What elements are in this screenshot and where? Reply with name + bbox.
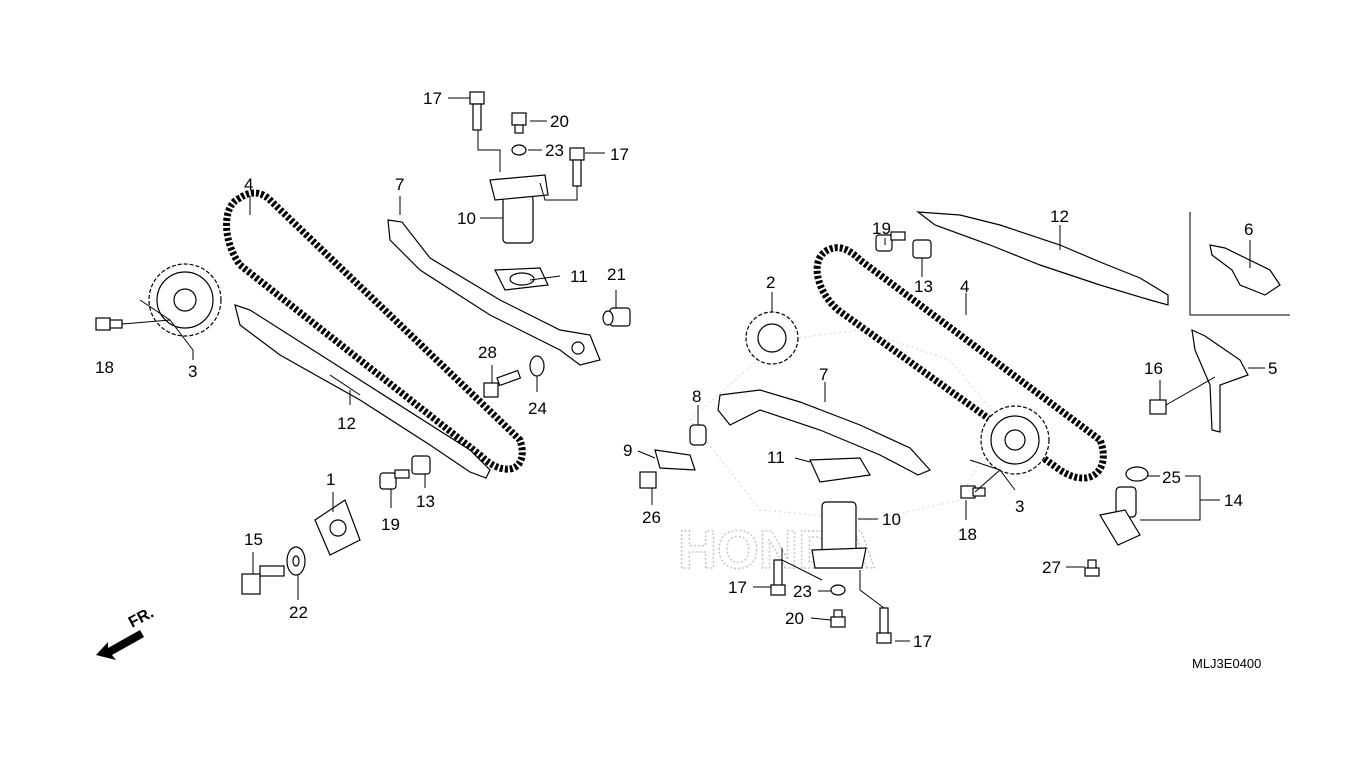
callout-12: 12 bbox=[337, 414, 356, 433]
washer-24 bbox=[529, 355, 545, 377]
bolt-18-left bbox=[95, 317, 123, 331]
cam-sprocket-left bbox=[148, 263, 222, 337]
bolt-18-right bbox=[960, 485, 986, 499]
bolt-20-top bbox=[511, 112, 527, 134]
callout-22: 22 bbox=[289, 603, 308, 622]
callout-9: 9 bbox=[623, 441, 632, 460]
callout-13: 13 bbox=[914, 277, 933, 296]
callout-10: 10 bbox=[882, 510, 901, 529]
washer-22 bbox=[286, 546, 306, 576]
tensioner-arm-7-left bbox=[387, 219, 601, 366]
callout-2: 2 bbox=[766, 273, 775, 292]
callout-25: 25 bbox=[1162, 468, 1181, 487]
callout-24: 24 bbox=[528, 399, 547, 418]
callout-17: 17 bbox=[913, 632, 932, 651]
callout-5: 5 bbox=[1268, 359, 1277, 378]
collar-21 bbox=[602, 307, 631, 327]
bolt-28 bbox=[483, 369, 522, 398]
callout-21: 21 bbox=[607, 265, 626, 284]
bolt-19-left bbox=[379, 469, 410, 490]
callout-17: 17 bbox=[728, 578, 747, 597]
callout-18: 18 bbox=[958, 525, 977, 544]
bolt-17-top-a bbox=[469, 91, 485, 131]
bolt-26 bbox=[639, 471, 657, 489]
callout-labels: 17 20 23 17 10 7 4 11 21 18 3 12 28 24 1… bbox=[95, 89, 1277, 651]
collar-13-right bbox=[912, 239, 932, 259]
callout-16: 16 bbox=[1144, 359, 1163, 378]
oring-25 bbox=[1125, 466, 1149, 482]
washer-23-top bbox=[511, 144, 527, 156]
callout-17: 17 bbox=[610, 145, 629, 164]
callout-19: 19 bbox=[381, 515, 400, 534]
callout-7: 7 bbox=[819, 365, 828, 384]
callout-8: 8 bbox=[692, 387, 701, 406]
bolt-16 bbox=[1149, 399, 1167, 415]
bracket-group-box bbox=[1189, 212, 1290, 316]
bracket-6 bbox=[1209, 244, 1281, 296]
callout-11: 11 bbox=[570, 267, 588, 286]
sprocket-3-right bbox=[980, 405, 1050, 475]
callout-23: 23 bbox=[793, 582, 812, 601]
callout-7: 7 bbox=[395, 175, 404, 194]
gear-2 bbox=[745, 311, 799, 365]
callout-4: 4 bbox=[244, 175, 253, 194]
sensor-14 bbox=[1099, 486, 1141, 546]
callout-1: 1 bbox=[326, 470, 335, 489]
fr-label: FR. bbox=[126, 604, 157, 631]
pin-8 bbox=[689, 424, 707, 446]
bolt-19-right bbox=[875, 231, 906, 252]
bracket-5 bbox=[1191, 328, 1249, 433]
callout-13: 13 bbox=[416, 492, 435, 511]
callout-3: 3 bbox=[1015, 497, 1024, 516]
callout-6: 6 bbox=[1244, 220, 1253, 239]
guide-12-right bbox=[916, 211, 1169, 306]
callout-28: 28 bbox=[478, 343, 497, 362]
callout-20: 20 bbox=[550, 112, 569, 131]
bolt-20-bottom bbox=[830, 609, 846, 628]
callout-10: 10 bbox=[457, 209, 476, 228]
tensioner-10-bottom bbox=[811, 501, 867, 569]
tensioner-10-top bbox=[489, 174, 549, 244]
plate-1 bbox=[314, 499, 361, 556]
callout-20: 20 bbox=[785, 609, 804, 628]
bolt-15 bbox=[241, 565, 285, 595]
callout-19: 19 bbox=[872, 219, 891, 238]
callout-26: 26 bbox=[642, 508, 661, 527]
bolt-17-bottom-b bbox=[876, 607, 892, 644]
callout-17: 17 bbox=[423, 89, 442, 108]
callout-27: 27 bbox=[1042, 558, 1061, 577]
bolt-17-top-b bbox=[569, 147, 585, 187]
bolt-17-bottom-a bbox=[770, 559, 786, 596]
leader-lines bbox=[121, 97, 1265, 642]
callout-3: 3 bbox=[188, 362, 197, 381]
gasket-11-right bbox=[809, 457, 871, 483]
gasket-9 bbox=[654, 449, 696, 471]
washer-23-bottom bbox=[830, 584, 846, 596]
collar-13-left bbox=[411, 455, 431, 475]
callout-11: 11 bbox=[767, 448, 785, 467]
callout-12: 12 bbox=[1050, 207, 1069, 226]
bolt-27 bbox=[1084, 559, 1100, 577]
callout-4: 4 bbox=[960, 277, 969, 296]
gasket-11-left bbox=[494, 267, 549, 291]
chain-guide-12-left bbox=[234, 304, 491, 479]
callout-15: 15 bbox=[244, 530, 263, 549]
cam-chain-right bbox=[813, 244, 1107, 482]
figure-code: MLJ3E0400 bbox=[1192, 656, 1261, 671]
arm-7-right bbox=[717, 389, 932, 476]
callout-18: 18 bbox=[95, 358, 114, 377]
front-direction-arrow: FR. bbox=[96, 604, 157, 660]
callout-23: 23 bbox=[545, 141, 564, 160]
cam-chain-left bbox=[223, 189, 526, 473]
callout-14: 14 bbox=[1224, 491, 1243, 510]
